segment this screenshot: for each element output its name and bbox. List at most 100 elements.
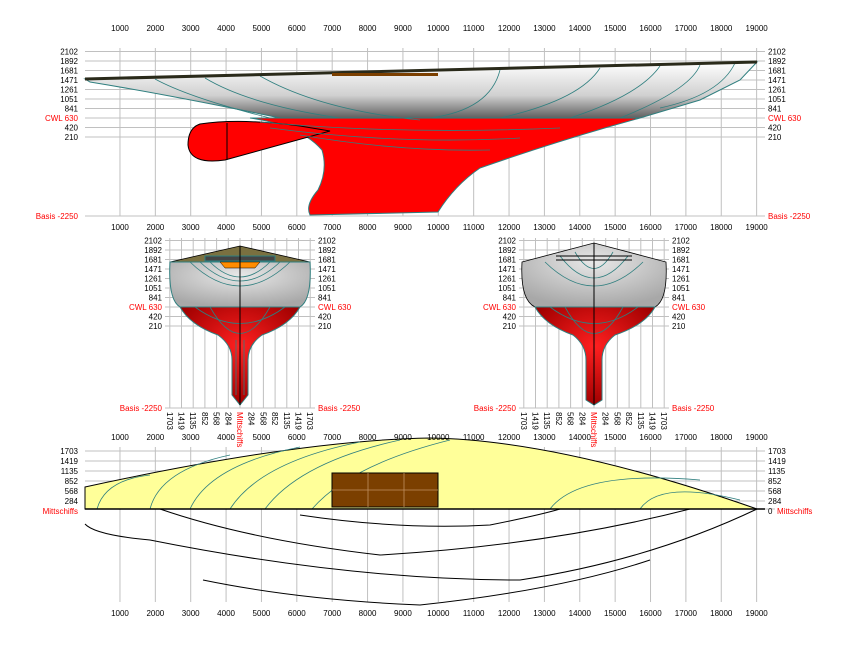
- waterline-label-right: 210: [768, 133, 782, 142]
- x-tick-label-top: 5000: [253, 433, 271, 442]
- x-tick-label-bottom: 17000: [675, 609, 698, 618]
- x-tick-label-top: 3000: [182, 24, 200, 33]
- x-tick-label-top: 1000: [111, 24, 129, 33]
- x-tick-label-bottom: 9000: [394, 609, 412, 618]
- keel-bulb: [187, 120, 331, 162]
- waterline-label: 1681: [672, 256, 690, 265]
- x-tick-label-bottom: 4000: [217, 609, 235, 618]
- station-label: 852: [270, 412, 279, 426]
- waterline-label-right: 1892: [768, 57, 786, 66]
- waterline-label: 1261: [498, 275, 516, 284]
- x-tick-label-bottom: 1000: [111, 609, 129, 618]
- buttock-label-right: 1703: [768, 447, 786, 456]
- cabin-top: [332, 73, 438, 76]
- waterline-label: 2102: [672, 237, 690, 246]
- x-tick-label-bottom: 13000: [533, 223, 556, 232]
- centerline-label-right: Mittschiffs: [777, 507, 812, 516]
- station-label: 1419: [531, 412, 540, 430]
- x-tick-label-top: 4000: [217, 433, 235, 442]
- waterline-label-right: 1471: [768, 76, 786, 85]
- x-tick-label-top: 13000: [533, 433, 556, 442]
- buttock-label-left: 1419: [60, 457, 78, 466]
- station-label: 852: [554, 412, 563, 426]
- waterline-label-left: 1471: [60, 76, 78, 85]
- waterline-label: 420: [503, 313, 517, 322]
- x-tick-label-top: 7000: [323, 433, 341, 442]
- buttock-label-right: 1135: [768, 467, 786, 476]
- waterline-label: 2102: [144, 237, 162, 246]
- waterline-label: 1681: [318, 256, 336, 265]
- label-layer: 1000 1000 2000 2000 3000 3000 4000 4000 5000 5000…: [36, 24, 813, 618]
- x-tick-label-top: 14000: [569, 433, 592, 442]
- station-label: 1419: [648, 412, 657, 430]
- basis-label: Basis -2250: [474, 404, 517, 413]
- waterline-label: 841: [503, 294, 517, 303]
- waterline-label: 1051: [318, 284, 336, 293]
- x-tick-label-bottom: 2000: [146, 223, 164, 232]
- station-label: 1135: [188, 412, 197, 430]
- waterline-label: 1261: [318, 275, 336, 284]
- waterline-label: 1471: [498, 265, 516, 274]
- x-tick-label-top: 16000: [639, 433, 662, 442]
- buttock-label-left: 852: [65, 477, 79, 486]
- waterline-label-right: 1681: [768, 67, 786, 76]
- waterline-label: 420: [672, 313, 686, 322]
- cwl-label-left: CWL 630: [45, 114, 79, 123]
- x-tick-label-bottom: 6000: [288, 223, 306, 232]
- waterline-label: 210: [149, 322, 163, 331]
- waterline-label: 2102: [318, 237, 336, 246]
- x-tick-label-top: 2000: [146, 433, 164, 442]
- x-tick-label-top: 11000: [463, 24, 485, 33]
- x-tick-label-top: 3000: [182, 433, 200, 442]
- profile-hull-lines: [154, 62, 736, 151]
- x-tick-label-bottom: 18000: [710, 223, 733, 232]
- waterline-label: 1261: [144, 275, 162, 284]
- x-tick-label-top: 5000: [253, 24, 271, 33]
- basis-label: Basis -2250: [120, 404, 163, 413]
- x-tick-label-bottom: 11000: [463, 609, 485, 618]
- station-label: 852: [200, 412, 209, 426]
- waterline-label: 210: [318, 322, 332, 331]
- waterline-label-left: 210: [65, 133, 79, 142]
- x-tick-label-top: 14000: [569, 24, 592, 33]
- waterline-label: 1471: [672, 265, 690, 274]
- section-view-aft: [169, 245, 311, 406]
- station-label: 852: [624, 412, 633, 426]
- section-center-label: Mittschiffs: [235, 412, 244, 447]
- station-label: 1135: [636, 412, 645, 430]
- waterline-label: 1892: [318, 246, 336, 255]
- x-tick-label-bottom: 13000: [533, 609, 556, 618]
- x-tick-label-top: 7000: [323, 24, 341, 33]
- waterline-label-left: 1681: [60, 67, 78, 76]
- buttock-label-right: 284: [768, 497, 782, 506]
- x-tick-label-top: 4000: [217, 24, 235, 33]
- buttock-label-right: 852: [768, 477, 782, 486]
- waterline-label: 210: [672, 322, 686, 331]
- station-label: 568: [212, 412, 221, 426]
- station-label: 1703: [305, 412, 314, 430]
- x-tick-label-top: 6000: [288, 24, 306, 33]
- x-tick-label-top: 19000: [746, 24, 769, 33]
- x-tick-label-top: 12000: [498, 433, 521, 442]
- basis-label: Basis -2250: [318, 404, 361, 413]
- station-label: 284: [601, 412, 610, 426]
- waterline-label: 210: [503, 322, 517, 331]
- station-label: 284: [223, 412, 232, 426]
- x-tick-label-top: 9000: [394, 24, 412, 33]
- x-tick-label-bottom: 12000: [498, 223, 521, 232]
- x-tick-label-bottom: 14000: [569, 609, 592, 618]
- waterline-label-right: 2102: [768, 48, 786, 57]
- station-label: 284: [247, 412, 256, 426]
- x-tick-label-top: 15000: [604, 433, 627, 442]
- waterline-label: 1892: [498, 246, 516, 255]
- buttock-label-left: 1703: [60, 447, 78, 456]
- deck-line: [84, 60, 758, 81]
- x-tick-label-top: 2000: [146, 24, 164, 33]
- x-tick-label-bottom: 16000: [639, 609, 662, 618]
- x-tick-label-bottom: 4000: [217, 223, 235, 232]
- x-tick-label-bottom: 1000: [111, 223, 129, 232]
- x-tick-label-bottom: 5000: [253, 609, 271, 618]
- cwl-label: CWL 630: [672, 303, 706, 312]
- x-tick-label-bottom: 15000: [604, 223, 627, 232]
